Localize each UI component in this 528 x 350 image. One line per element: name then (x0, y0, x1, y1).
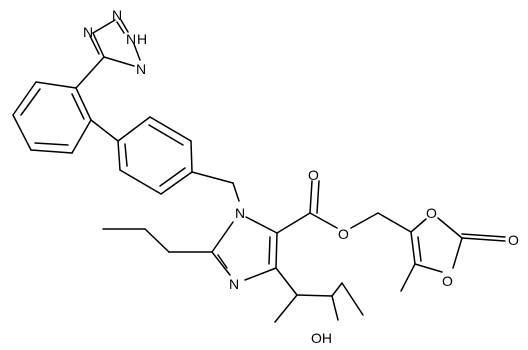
tetrazole-n4-label: N (136, 61, 146, 77)
tetrazole-n1-label: N (83, 24, 93, 40)
tetrazole-n2-label: N (112, 7, 122, 23)
atom-labels: N N N H N N N O O O O O OH (83, 7, 519, 346)
ester-oxygen-label: O (338, 226, 349, 242)
dioxolone-carbonyl-oxygen-label: O (508, 232, 519, 248)
imidazole-n1-label: N (235, 205, 245, 221)
tetrazole-nh-label: N (126, 31, 136, 47)
dioxolone-o1-label: O (426, 205, 437, 221)
dioxolone-o3-label: O (442, 273, 453, 289)
tetrazole-h-label: H (137, 31, 147, 47)
bond-lines (12, 19, 506, 323)
imidazole-n3-label: N (229, 276, 239, 292)
hydroxyl-label: OH (311, 330, 332, 346)
ester-carbonyl-oxygen-label: O (308, 167, 319, 183)
